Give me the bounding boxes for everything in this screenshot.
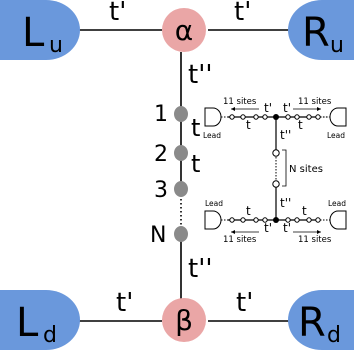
node-alpha: α [162,8,206,52]
inset-bottom-row: 11 sites 11 sites Lead Lead t t t' t' t'… [204,196,347,245]
inset-top-tprime-left: t' [264,101,272,115]
lead-top-right: R u [288,0,354,60]
chain-site-n [174,226,188,242]
lead-bottom-left: L d [0,290,80,350]
inset-top-sites-left: 11 sites [223,97,257,107]
hopping-top-left: t' [109,0,126,27]
inset-top-t-left: t [246,118,251,132]
lead-bottom-left-subscript: d [43,323,57,348]
chain-site-1 [174,106,188,122]
inset-bottom-lead-left [204,210,222,230]
main-bonds [78,29,290,322]
lead-top-right-label: R [302,10,330,56]
main-hopping-labels: t' t' t' t' t'' t'' t t [109,0,253,318]
chain-label-1: 1 [154,102,168,127]
hopping-bottom-right: t' [236,288,253,318]
inset-bottom-tdouble: t'' [280,196,291,210]
inset-top-sites-right: 11 sites [298,97,332,107]
inset-bottom-sites-right: 11 sites [298,235,332,245]
inset-bottom-lead-right-label: Lead [328,199,346,208]
chain-label-2: 2 [154,142,168,167]
inset-bottom-tprime-right: t' [283,221,291,235]
hopping-vertical-lower: t'' [188,254,213,284]
inset-top-lead-left [204,107,222,127]
lead-bottom-right-subscript: d [327,323,341,348]
inset-top-row: 11 sites 11 sites Lead Lead t t t' t' t'… [203,97,347,142]
inset-bottom-lead-left-label: Lead [205,199,223,208]
hopping-chain-2-3: t [191,150,200,178]
node-alpha-label: α [175,14,193,47]
inset-bottom-tprime-left: t' [264,221,272,235]
hopping-vertical-upper: t'' [188,60,213,90]
lead-top-left-subscript: u [49,33,63,58]
chain-label-3: 3 [154,178,168,203]
inset-vertical-chain: N sites [272,117,323,220]
node-beta-label: β [175,304,193,337]
hopping-bottom-left: t' [116,288,133,318]
chain-label-n: N [150,223,166,248]
chain-site-labels: 1 2 3 N [150,102,168,248]
inset-bottom-sites-left: 11 sites [223,235,257,245]
lead-bottom-right: R d [288,290,354,350]
hopping-chain-1-2: t [191,114,200,142]
inset-top-tprime-right: t' [283,101,291,115]
lead-top-left: L u [0,0,80,60]
lead-top-left-label: L [22,10,45,56]
inset-top-lead-right [329,107,347,127]
inset-bottom-lead-right [329,210,347,230]
inset-top-t-right: t [298,118,303,132]
node-beta: β [162,298,206,342]
lead-top-right-subscript: u [330,33,344,58]
chain-site-3 [174,181,188,197]
lead-bottom-left-label: L [16,300,39,346]
inset-n-sites: N sites [289,164,323,175]
inset-top-lead-left-label: Lead [203,131,221,140]
inset-bottom-t-left: t [246,204,251,218]
chain-sites [174,106,188,242]
inset-schematic: 11 sites 11 sites Lead Lead t t t' t' t'… [203,97,347,245]
lead-bottom-right-label: R [298,300,326,346]
inset-top-tdouble: t'' [280,128,291,142]
inset-top-lead-right-label: Lead [327,131,345,140]
inset-bottom-t-right: t [302,204,307,218]
chain-site-2 [174,145,188,161]
hopping-top-right: t' [234,0,251,27]
